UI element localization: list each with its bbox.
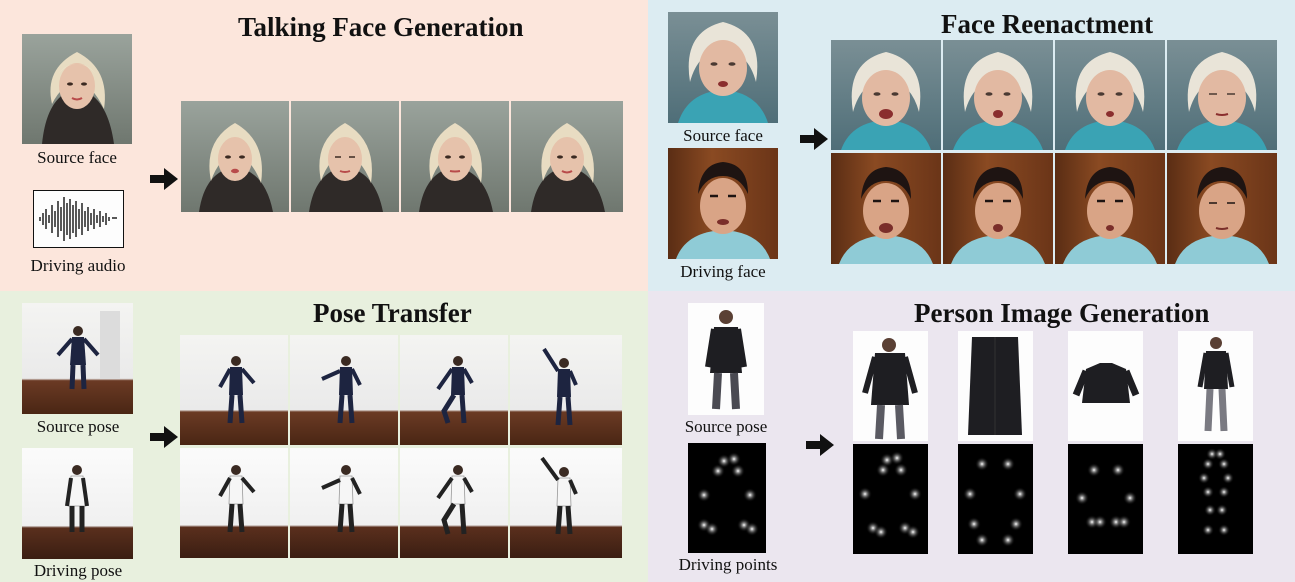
driving-face-frame [1167,153,1277,264]
driving-face-frame [943,153,1053,264]
talking-face-title: Talking Face Generation [238,12,524,42]
arrow-right-icon [150,168,178,190]
source-face-caption: Source face [683,126,763,145]
generated-face-frame [511,101,623,212]
driving-pose-frame [400,448,508,558]
reenacted-face-frame [1055,40,1165,150]
person-image-title: Person Image Generation [914,298,1210,328]
generated-person-image [853,331,928,441]
driving-face-frame [831,153,941,264]
driving-audio-caption: Driving audio [30,256,126,275]
driving-pose-frame [510,448,622,558]
driving-points-heatmap [958,444,1033,554]
reenacted-face-frame [943,40,1053,150]
driving-face-frame [1055,153,1165,264]
driving-face-caption: Driving face [680,262,766,281]
driving-points-heatmap [1068,444,1143,554]
driving-points-heatmap [853,444,928,554]
face-reenactment-panel: Face Reenactment Source face Driving fac… [648,0,1295,291]
driving-pose-frame [290,448,398,558]
audio-waveform [33,190,124,248]
transferred-pose-frame [510,335,622,445]
pose-transfer-title: Pose Transfer [313,298,472,328]
source-face-caption: Source face [37,148,117,167]
source-face-drawing [42,52,114,144]
arrow-right-icon [150,426,178,448]
source-pose-caption: Source pose [36,417,120,436]
waveform-icon [39,197,117,241]
generated-person-image [1068,331,1143,441]
generated-person-image [958,331,1033,441]
driving-face-image [668,148,778,259]
driving-pose-image [22,448,133,559]
source-face-image [668,12,778,123]
driving-points-heatmap [688,443,766,553]
source-pose-caption: Source pose [684,417,768,436]
transferred-pose-frame [180,335,288,445]
arrow-right-icon [800,128,828,150]
driving-points-heatmap [1178,444,1253,554]
transferred-pose-frame [400,335,508,445]
reenacted-face-frame [831,40,941,150]
generated-face-frame [181,101,289,212]
generated-face-frame [291,101,399,212]
source-pose-image [22,303,133,414]
generated-person-image [1178,331,1253,441]
driving-points-caption: Driving points [678,555,778,574]
source-pose-image [688,303,764,415]
pose-transfer-panel: Pose Transfer Source pose Driving pose [0,291,648,582]
driving-pose-caption: Driving pose [33,561,123,580]
talking-face-panel: Talking Face Generation Source face [0,0,648,291]
arrow-right-icon [806,434,834,456]
face-reenactment-title: Face Reenactment [941,9,1154,39]
person-image-panel: Person Image Generation Source pose Driv… [648,291,1295,582]
source-face-image [22,34,132,144]
driving-pose-frame [180,448,288,558]
reenacted-face-frame [1167,40,1277,150]
generated-face-frame [401,101,509,212]
transferred-pose-frame [290,335,398,445]
